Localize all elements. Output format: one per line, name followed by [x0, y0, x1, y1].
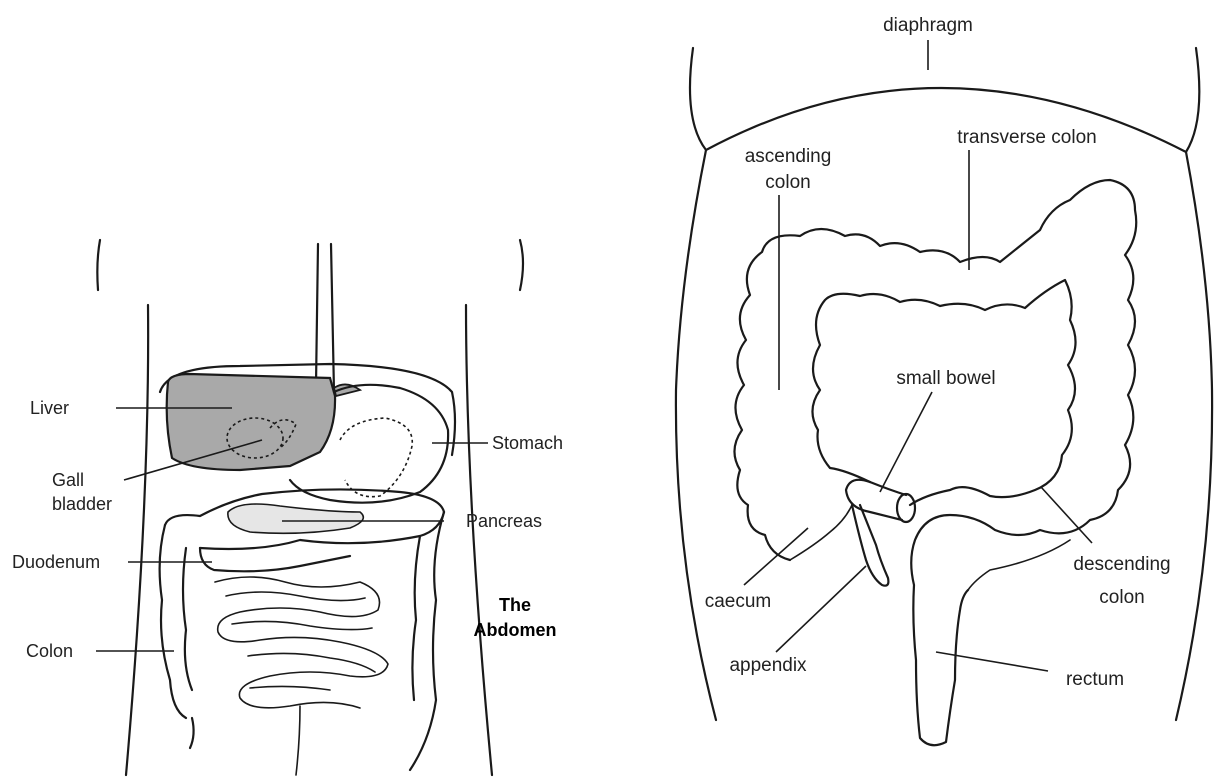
pancreas-label: Pancreas: [466, 511, 542, 531]
liver: [167, 374, 335, 470]
ascending-colon-label-line2: colon: [765, 172, 810, 193]
small-bowel-label: small bowel: [896, 368, 995, 389]
small-bowel-leader: [880, 392, 932, 492]
caecum-leader: [744, 528, 808, 585]
pancreas: [228, 504, 363, 533]
right-shoulder-outline: [520, 240, 523, 290]
transverse-colon-label: transverse colon: [957, 127, 1096, 148]
stomach-rugae: [340, 418, 412, 497]
right-torso-outline: [466, 305, 492, 775]
liver-label: Liver: [30, 398, 69, 418]
sigmoid-stub: [190, 718, 194, 748]
colon-diagram: diaphragm ascending colon transverse col…: [676, 15, 1212, 745]
stomach-label: Stomach: [492, 433, 563, 453]
sigmoid-fold: [968, 540, 1070, 590]
gall-bladder-label-line1: Gall: [52, 470, 84, 490]
colon-inner: [812, 280, 1075, 505]
diaphragm-curve: [706, 88, 1186, 152]
gall-bladder-label-line2: bladder: [52, 494, 112, 514]
abdomen-title-line1: The: [499, 595, 531, 615]
descending-colon-label-line1: descending: [1073, 554, 1170, 575]
left-torso-outline: [126, 305, 148, 775]
ascending-colon-inner: [183, 548, 192, 690]
abdomen-title-line2: Abdomen: [474, 620, 557, 640]
abdomen-diagram: Liver Gall bladder Duodenum Colon Stomac…: [12, 240, 563, 775]
small-intestine: [215, 577, 388, 775]
descending-colon-inner: [412, 536, 420, 700]
caecum-fold: [790, 505, 852, 560]
descending-colon-outer: [410, 512, 444, 770]
appendix-leader: [776, 566, 866, 652]
ascending-colon-outer: [160, 525, 186, 718]
colon-label: Colon: [26, 641, 73, 661]
small-bowel-upper: [870, 482, 906, 495]
rectum-label: rectum: [1066, 669, 1124, 690]
rectum-leader: [936, 652, 1048, 671]
left-shoulder-outline: [97, 240, 100, 290]
oesophagus-right: [331, 244, 334, 392]
descending-colon-leader: [1041, 487, 1092, 543]
small-bowel-end: [897, 494, 915, 522]
duodenum-label: Duodenum: [12, 552, 100, 572]
duodenum: [200, 548, 350, 571]
caecum-label: caecum: [705, 591, 772, 612]
diaphragm-label: diaphragm: [883, 15, 973, 36]
descending-colon-label-line2: colon: [1099, 587, 1144, 608]
appendix-label: appendix: [729, 655, 807, 676]
ascending-colon-label-line1: ascending: [745, 146, 832, 167]
